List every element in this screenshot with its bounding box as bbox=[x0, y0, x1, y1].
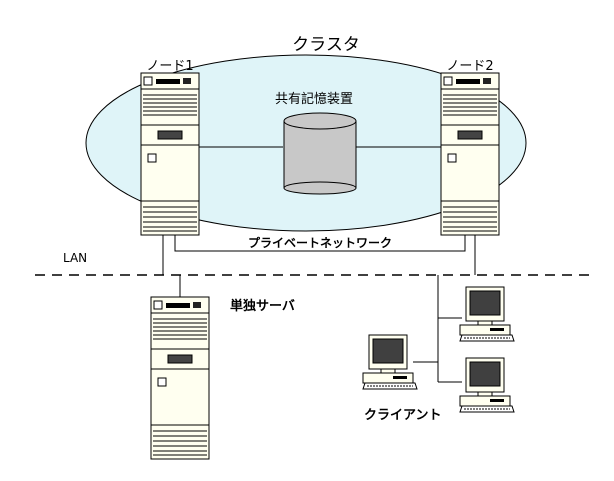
cluster-label: クラスタ bbox=[292, 35, 360, 55]
standalone-server-label: 単独サーバ bbox=[230, 298, 295, 314]
client-pc-icon bbox=[362, 334, 418, 390]
node2-server-icon bbox=[440, 72, 500, 236]
client-pc-icon bbox=[459, 357, 515, 413]
lan-label: LAN bbox=[63, 251, 87, 265]
shared-storage-label: 共有記憶装置 bbox=[275, 91, 353, 107]
node1-server-icon bbox=[140, 72, 200, 236]
private-network-label: プライベートネットワーク bbox=[248, 235, 392, 250]
standalone-server-icon bbox=[150, 296, 210, 460]
client-pc-icon bbox=[459, 286, 515, 342]
private-network-line bbox=[174, 235, 466, 252]
node2-label: ノード2 bbox=[446, 59, 493, 74]
node1-label: ノード1 bbox=[146, 59, 193, 74]
shared-storage-icon bbox=[283, 112, 357, 195]
client-label: クライアント bbox=[364, 408, 441, 423]
